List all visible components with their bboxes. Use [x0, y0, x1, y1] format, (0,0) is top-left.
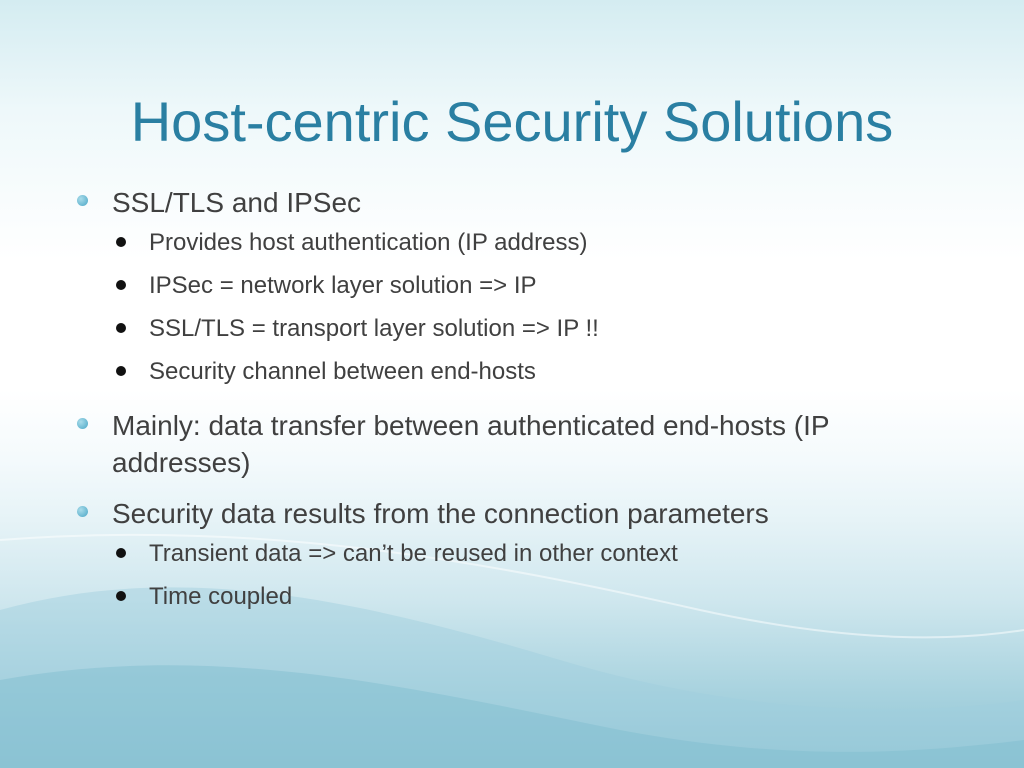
sub-bullet-dot-icon — [116, 548, 126, 558]
bullet-text: SSL/TLS and IPSec — [112, 187, 362, 218]
sub-bullet-item: Transient data => can’t be reused in oth… — [73, 532, 953, 575]
sub-bullet-item: Time coupled — [73, 575, 953, 618]
sub-bullet-item: Provides host authentication (IP address… — [73, 221, 953, 264]
sub-bullet-text: Provides host authentication (IP address… — [149, 229, 588, 256]
sub-bullet-text: Time coupled — [149, 583, 293, 610]
bullet-list: SSL/TLS and IPSec Provides host authenti… — [73, 184, 953, 618]
bullet-dot-icon — [77, 506, 88, 517]
sub-bullet-dot-icon — [116, 366, 126, 376]
sub-bullet-text: SSL/TLS = transport layer solution => IP… — [149, 315, 599, 342]
bullet-text: Security data results from the connectio… — [112, 498, 769, 529]
sub-bullet-text: Security channel between end-hosts — [149, 358, 536, 385]
sub-bullet-dot-icon — [116, 280, 126, 290]
sub-bullet-dot-icon — [116, 237, 126, 247]
bullet-dot-icon — [77, 418, 88, 429]
sub-bullet-text: IPSec = network layer solution => IP — [149, 272, 537, 299]
sub-bullet-item: IPSec = network layer solution => IP — [73, 264, 953, 307]
bullet-item-ssl-tls-ipsec: SSL/TLS and IPSec — [73, 184, 953, 221]
sub-bullet-dot-icon — [116, 591, 126, 601]
bullet-item-security-data: Security data results from the connectio… — [73, 495, 953, 532]
bullet-item-data-transfer: Mainly: data transfer between authentica… — [73, 407, 953, 481]
slide-title: Host-centric Security Solutions — [130, 90, 894, 153]
sub-bullet-item: SSL/TLS = transport layer solution => IP… — [73, 307, 953, 350]
bullet-dot-icon — [77, 195, 88, 206]
sub-bullet-item: Security channel between end-hosts — [73, 350, 953, 393]
sub-bullet-text: Transient data => can’t be reused in oth… — [149, 540, 678, 567]
sub-bullet-dot-icon — [116, 323, 126, 333]
bullet-text: Mainly: data transfer between authentica… — [112, 410, 830, 478]
